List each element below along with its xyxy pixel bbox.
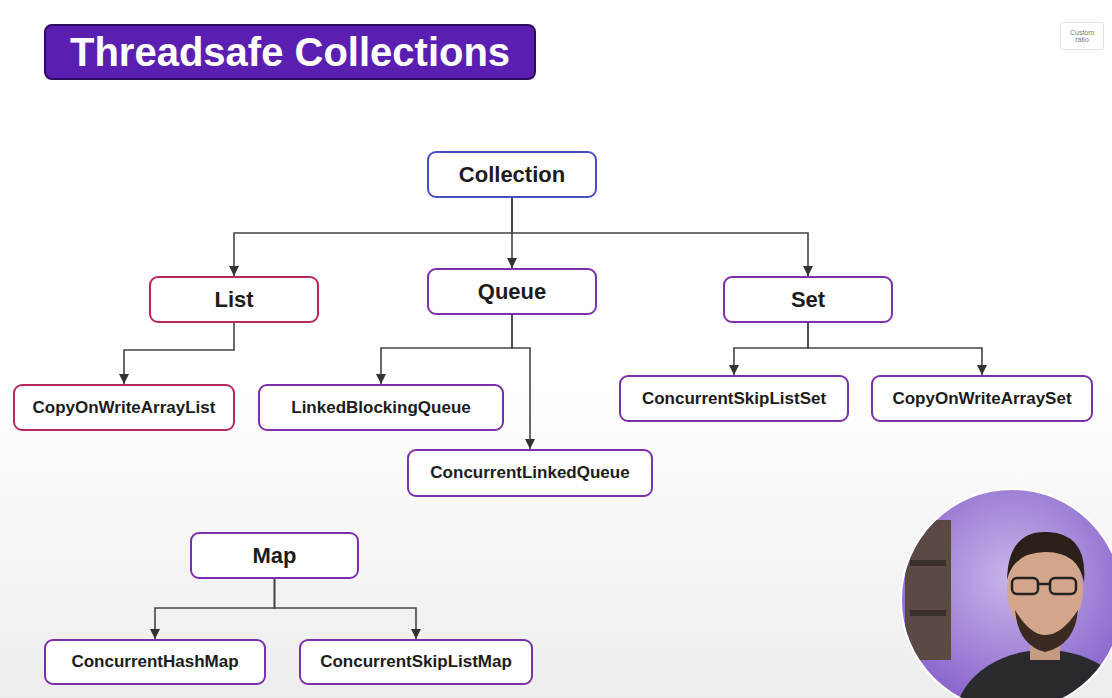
class-name: CopyOnWriteArraySet: [892, 389, 1071, 409]
class-box: LinkedBlockingQueue: [258, 384, 504, 431]
class-box: ConcurrentSkipListMap: [299, 639, 533, 685]
class-box: ConcurrentLinkedQueue: [407, 449, 653, 497]
title-banner: Threadsafe Collections: [44, 24, 536, 80]
class-name: CopyOnWriteArrayList: [33, 398, 216, 418]
class-name: ConcurrentHashMap: [71, 652, 238, 672]
hierarchy-arrow: [512, 315, 530, 449]
hierarchy-arrow: [808, 323, 982, 375]
hierarchy-arrow: [155, 579, 275, 639]
class-name: ConcurrentLinkedQueue: [430, 463, 629, 483]
hierarchy-arrow: [234, 198, 512, 276]
hierarchy-arrow: [124, 323, 234, 384]
hierarchy-arrow: [275, 579, 417, 639]
class-name: LinkedBlockingQueue: [291, 398, 470, 418]
class-box: CopyOnWriteArraySet: [871, 375, 1093, 422]
class-box: Map: [190, 532, 359, 579]
class-box: Set: [723, 276, 893, 323]
title-text: Threadsafe Collections: [70, 32, 510, 72]
class-name: ConcurrentSkipListMap: [320, 652, 512, 672]
class-box: Collection: [427, 151, 597, 198]
class-box: ConcurrentSkipListSet: [619, 375, 849, 422]
class-box: ConcurrentHashMap: [44, 639, 266, 685]
class-box: List: [149, 276, 319, 323]
class-name: Set: [791, 287, 825, 312]
class-box: Queue: [427, 268, 597, 315]
class-name: List: [214, 287, 253, 312]
class-name: ConcurrentSkipListSet: [642, 389, 826, 409]
button-label: Custom ratio: [1063, 29, 1101, 44]
hierarchy-arrow: [381, 315, 512, 384]
class-name: Queue: [478, 279, 546, 304]
toolbar-button: Custom ratio: [1060, 22, 1104, 50]
hierarchy-arrow: [512, 198, 808, 276]
hierarchy-arrow: [734, 323, 808, 375]
class-name: Collection: [459, 162, 565, 187]
class-box: CopyOnWriteArrayList: [13, 384, 235, 431]
class-name: Map: [253, 543, 297, 568]
